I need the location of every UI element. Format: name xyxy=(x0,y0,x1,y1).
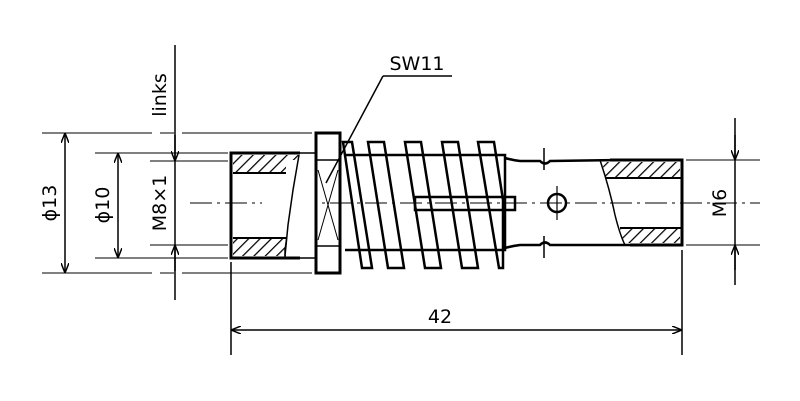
worm-gear xyxy=(341,140,517,270)
wrench-size-label: SW11 xyxy=(389,53,444,75)
hex-nut xyxy=(314,131,342,275)
right-thread-label: M6 xyxy=(709,189,731,217)
left-thread-label: M8×1 xyxy=(149,175,171,232)
wrench-size-callout: SW11 xyxy=(325,53,452,184)
dimension-right-thread: M6 xyxy=(686,118,760,285)
outer-diameter-label: ϕ13 xyxy=(39,185,61,222)
dimension-diameter-10: ϕ10 xyxy=(92,152,228,259)
shaft-neck xyxy=(504,148,630,258)
thread-direction-label: links xyxy=(149,73,171,117)
dimension-diameter-13: ϕ13 xyxy=(39,132,312,274)
left-sleeve xyxy=(229,151,316,260)
length-label: 42 xyxy=(428,306,452,328)
right-sleeve xyxy=(599,158,684,247)
pin xyxy=(413,195,517,212)
inner-diameter-label: ϕ10 xyxy=(92,187,114,224)
dimension-left-thread: M8×1 links xyxy=(149,45,228,300)
dimension-length: 42 xyxy=(230,250,683,355)
